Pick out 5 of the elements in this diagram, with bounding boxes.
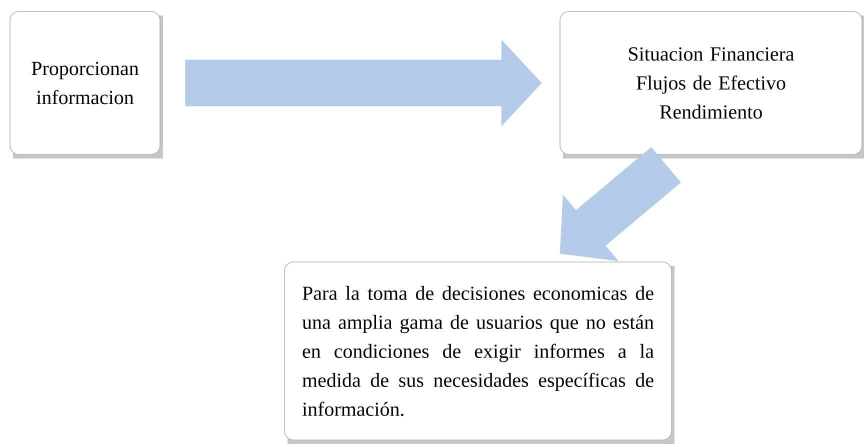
block-arrow	[185, 40, 542, 126]
text-box: Situacion Financiera Flujos de Efectivo Rendimiento	[560, 11, 864, 158]
block-arrow	[560, 147, 681, 262]
text-box: Proporcionan informacion	[10, 11, 163, 158]
text-box: Para la toma de decisiones economicas de una amplia gama de usuarios que no están en condiciones de exigir informes a la medida de sus necesidades específicas de información.	[284, 262, 674, 444]
